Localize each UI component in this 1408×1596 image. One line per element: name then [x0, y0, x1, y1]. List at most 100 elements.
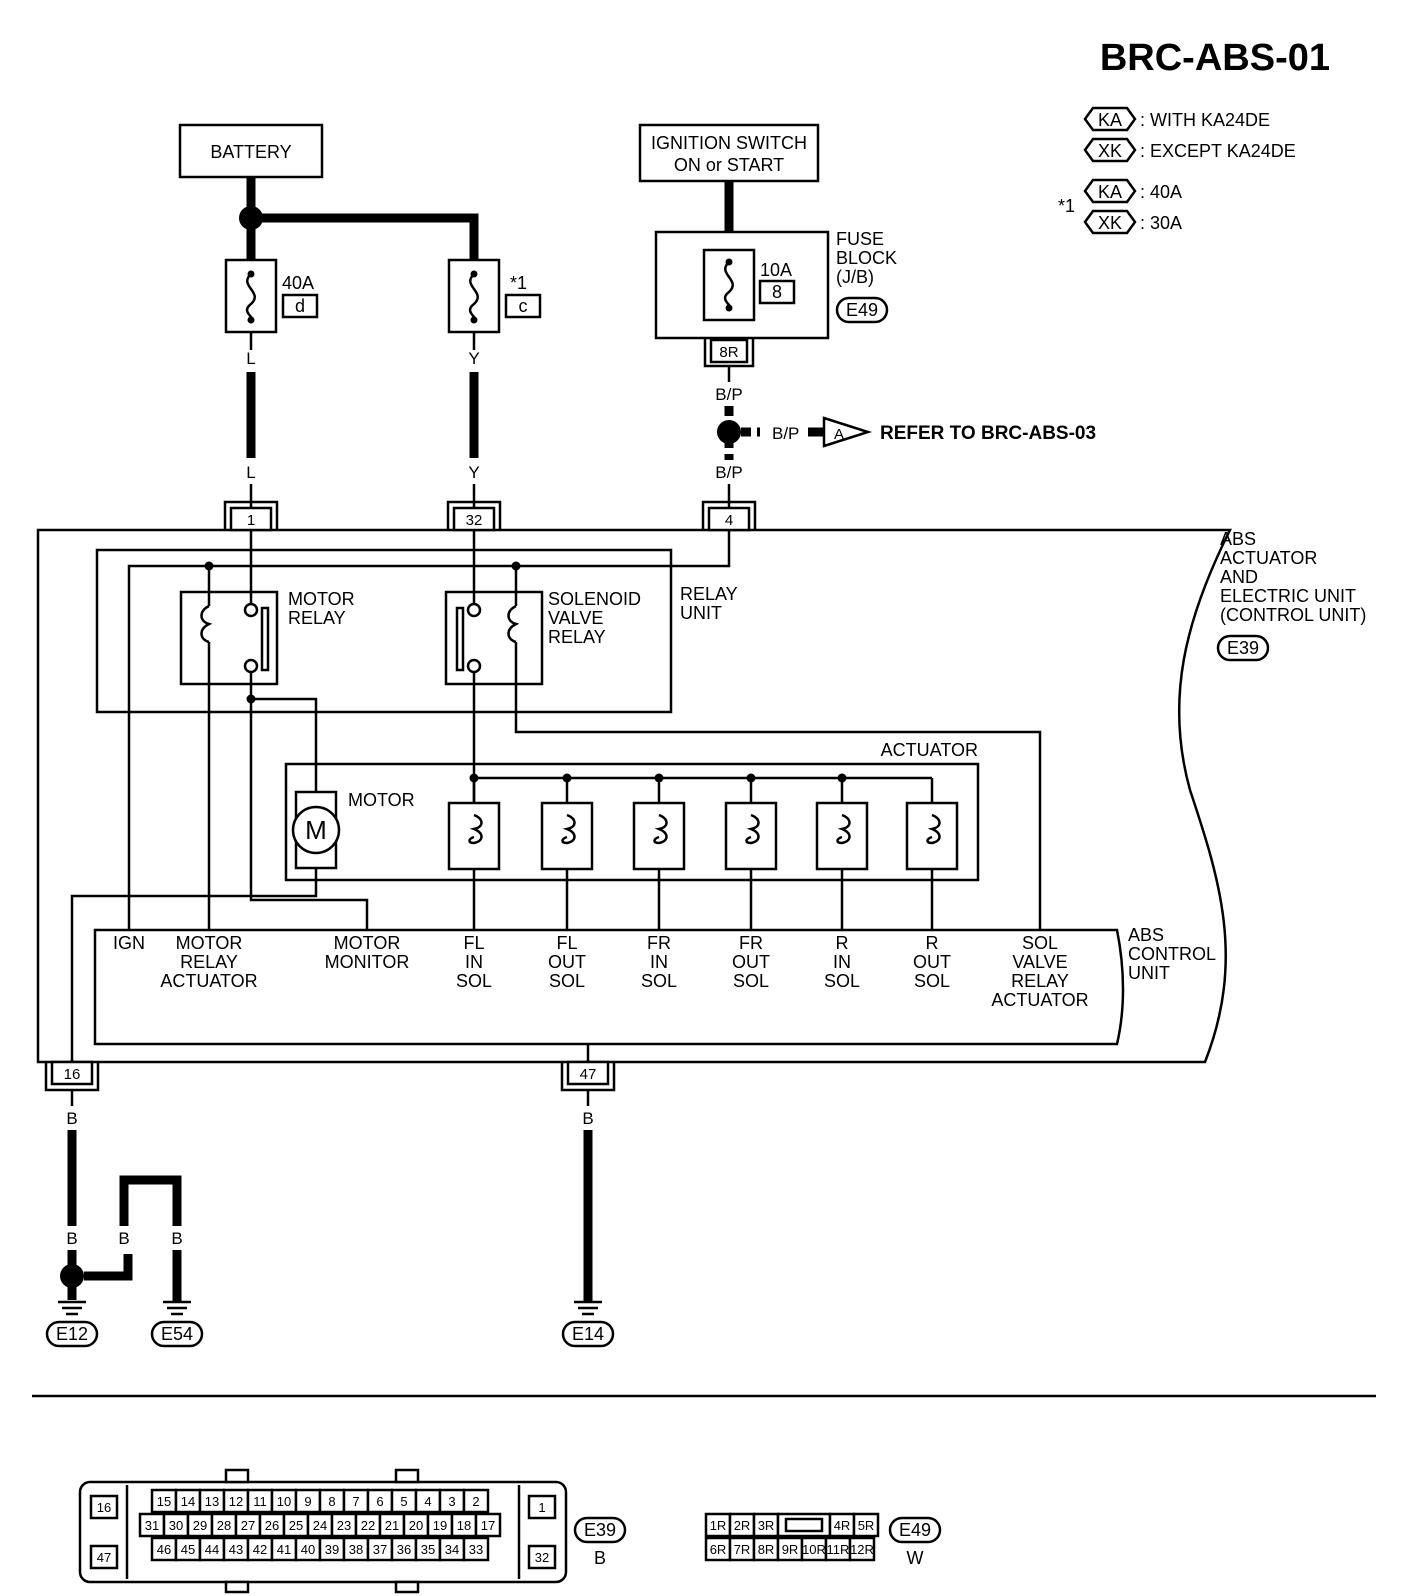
e39-pin-number: 21 [385, 1518, 399, 1533]
svg-text:RELAY: RELAY [680, 584, 738, 604]
motor-ground-line [70, 868, 318, 1070]
legend: KA : WITH KA24DE XK : EXCEPT KA24DE *1 K… [1058, 106, 1296, 235]
e39-pin-number: 7 [352, 1494, 359, 1509]
fuse-40a-rating: 40A [282, 273, 314, 293]
svg-text:E39: E39 [584, 1520, 616, 1540]
svg-text:E54: E54 [161, 1324, 193, 1344]
wire-color-bp-branch: B/P [772, 424, 799, 443]
actuator-box [284, 762, 980, 882]
battery-branch-wire [251, 213, 479, 260]
e39-pin-number: 40 [301, 1542, 315, 1557]
svg-text:ABS: ABS [1220, 529, 1256, 549]
e39-pin-number: 4 [424, 1494, 431, 1509]
splice-bp [717, 420, 741, 444]
refer-arrow-a [822, 416, 873, 448]
motor-monitor-line [249, 672, 369, 930]
e39-pin-number: 36 [397, 1542, 411, 1557]
e39-pin-number: 11 [253, 1494, 267, 1509]
ign-line [127, 530, 731, 930]
e39-pin-number: 17 [481, 1518, 495, 1533]
svg-text:AND: AND [1220, 567, 1258, 587]
svg-text:ACTUATOR: ACTUATOR [1220, 548, 1317, 568]
svg-text:B: B [594, 1548, 606, 1568]
e39-pin-number: 39 [325, 1542, 339, 1557]
svg-text:1: 1 [247, 512, 255, 529]
svg-text:IGNITION SWITCH: IGNITION SWITCH [651, 133, 807, 153]
motor-relay-contact [260, 606, 270, 672]
wire-color-l-bottom: L [246, 463, 255, 482]
svg-text:A: A [834, 426, 844, 443]
wire-color-l-top: L [246, 349, 255, 368]
e49-pin-number: 6R [710, 1542, 727, 1557]
solenoid-fr-out [724, 773, 778, 930]
svg-text:: 40A: : 40A [1140, 182, 1182, 202]
e49-pin-number: 11R [827, 1542, 850, 1557]
svg-text:MOTOR: MOTOR [348, 790, 415, 810]
fuse-40a-id: d [295, 296, 305, 316]
cu-pin-label: RELAY [180, 952, 238, 972]
cu-pin-label: VALVE [1012, 952, 1067, 972]
battery-box [178, 123, 324, 179]
e39-pin-cell [462, 1536, 490, 1562]
svg-text:16: 16 [97, 1500, 111, 1515]
e49-pin-number: 12R [850, 1542, 874, 1557]
svg-text:: 30A: : 30A [1140, 213, 1182, 233]
relay-unit [95, 548, 673, 714]
splice-battery [239, 206, 263, 230]
svg-text:VALVE: VALVE [548, 608, 603, 628]
svg-text:B: B [66, 1229, 77, 1248]
e39-pin-number: 22 [361, 1518, 375, 1533]
svg-text:UNIT: UNIT [1128, 963, 1170, 983]
e39-pin-number: 23 [337, 1518, 351, 1533]
fuse-10a-rating: 10A [760, 260, 792, 280]
refer-text: REFER TO BRC-ABS-03 [880, 423, 1096, 444]
cu-pin-label: OUT [732, 952, 770, 972]
cu-pin-label: R [926, 933, 939, 953]
svg-text:ACTUATOR: ACTUATOR [881, 740, 978, 760]
e39-pin-number: 43 [229, 1542, 243, 1557]
tag-xk-shape [1083, 137, 1137, 163]
svg-text:B: B [66, 1109, 77, 1128]
svg-text:MOTOR: MOTOR [288, 589, 355, 609]
svg-text:4: 4 [725, 512, 733, 529]
solenoid-relay-contact [455, 606, 465, 672]
e39-pin-number: 15 [157, 1494, 171, 1509]
ground-e12: E12 [45, 1300, 99, 1348]
e39-pin-number: 12 [229, 1494, 243, 1509]
cu-pin-label: MOTOR [176, 933, 243, 953]
e49-pin-number: 5R [858, 1518, 875, 1533]
e39-pin-number: 46 [157, 1542, 171, 1557]
e49-pin-number: 1R [710, 1518, 727, 1533]
e39-pin-number: 42 [253, 1542, 267, 1557]
wire-color-y-top: Y [468, 349, 479, 368]
e49-key [784, 1517, 824, 1533]
e39-pin-number: 5 [400, 1494, 407, 1509]
e39-pin-number: 37 [373, 1542, 387, 1557]
svg-text:XK: XK [1098, 141, 1122, 161]
e49-pin-number: 9R [782, 1542, 799, 1557]
svg-text:M: M [305, 815, 327, 845]
terminal-16: 16 [44, 1060, 100, 1092]
solenoid-fl-in [447, 773, 501, 930]
cu-pin-label: ACTUATOR [991, 990, 1088, 1010]
svg-text:E12: E12 [56, 1324, 88, 1344]
cu-pin-label: RELAY [1011, 971, 1069, 991]
svg-text:32: 32 [466, 512, 483, 529]
svg-text:(J/B): (J/B) [836, 267, 874, 287]
motor-relay-coil [200, 604, 213, 644]
e39-pin-number: 33 [469, 1542, 483, 1557]
e39-pin-number: 38 [349, 1542, 363, 1557]
e39-pin-number: 29 [193, 1518, 207, 1533]
solenoid-fl-out [540, 773, 594, 930]
cu-pin-label: SOL [1022, 933, 1058, 953]
e39-pin-number: 3 [448, 1494, 455, 1509]
svg-text:SOLENOID: SOLENOID [548, 589, 641, 609]
cu-pin-label: IN [833, 952, 851, 972]
e49-pin-number: 2R [734, 1518, 751, 1533]
solenoid-fr-in [632, 773, 686, 930]
e39-pin-number: 19 [433, 1518, 447, 1533]
cu-pin-label: IGN [113, 933, 145, 953]
svg-text:CONTROL: CONTROL [1128, 944, 1216, 964]
